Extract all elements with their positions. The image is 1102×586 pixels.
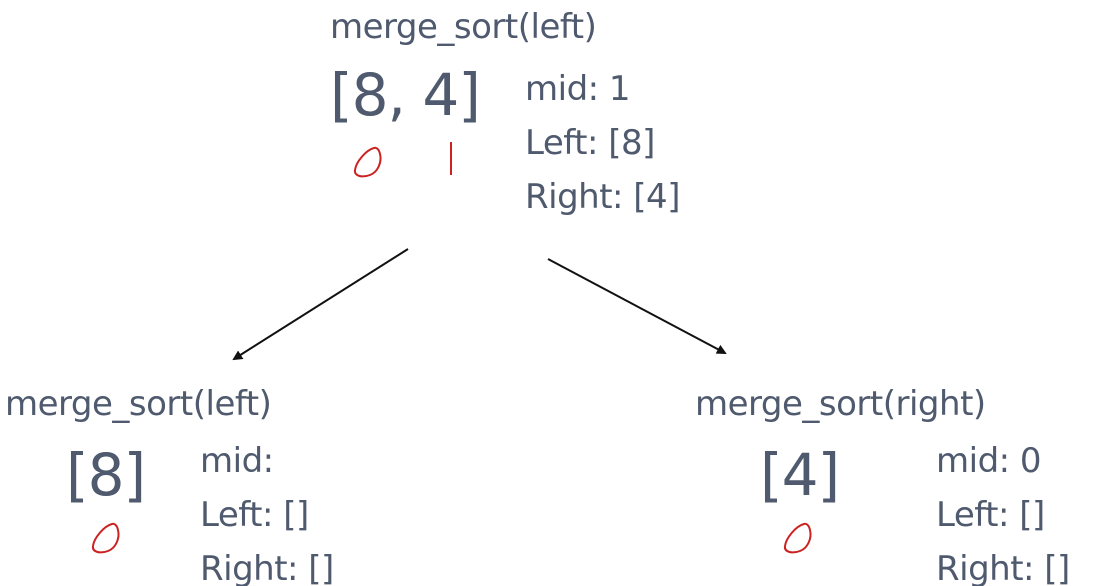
- root-index-0-mark: [353, 146, 382, 178]
- arrow-to-left-child: [232, 248, 409, 361]
- right-child-array: [4]: [760, 441, 840, 509]
- right-child-right: Right: []: [936, 549, 1070, 586]
- left-child-right: Right: []: [200, 549, 334, 586]
- left-child-index-annotations: [91, 522, 120, 554]
- arrow-to-right-child: [547, 258, 727, 354]
- right-child-index-annotations: [783, 522, 812, 554]
- left-child-left: Left: []: [200, 495, 309, 535]
- root-index-annotations: [353, 142, 452, 178]
- right-child-title: merge_sort(right): [695, 384, 986, 424]
- root-array: [8, 4]: [330, 61, 481, 129]
- root-title: merge_sort(left): [330, 7, 597, 47]
- left-child-index-0-mark: [91, 522, 120, 554]
- root-mid: mid: 1: [525, 69, 631, 109]
- left-child-array: [8]: [66, 441, 146, 509]
- root-right: Right: [4]: [525, 177, 680, 217]
- left-child-mid: mid:: [200, 441, 274, 481]
- right-child-mid: mid: 0: [936, 441, 1042, 481]
- root-left: Left: [8]: [525, 123, 655, 163]
- right-child-index-0-mark: [783, 522, 812, 554]
- left-child-title: merge_sort(left): [5, 384, 272, 424]
- right-child-left: Left: []: [936, 495, 1045, 535]
